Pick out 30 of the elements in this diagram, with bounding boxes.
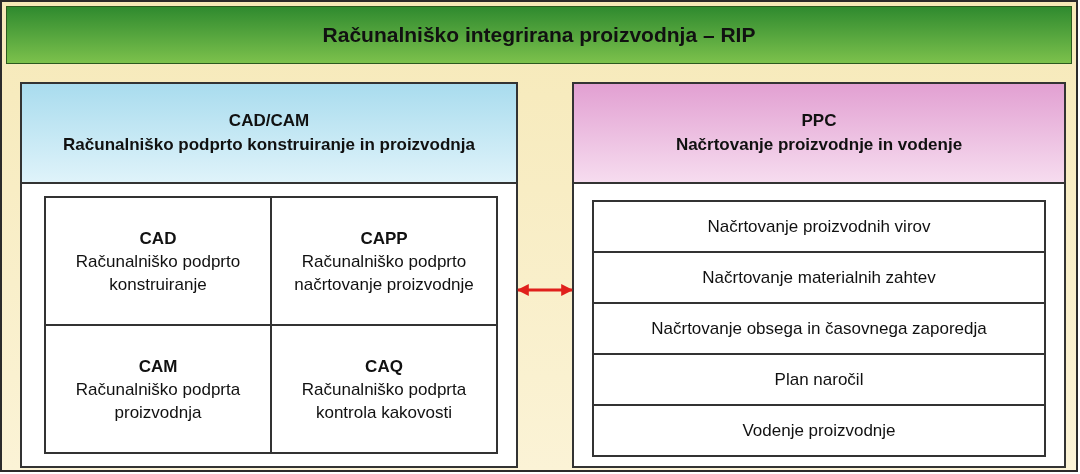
module-description: Vodenje proizvodnje — [742, 420, 896, 441]
panel — [572, 82, 1066, 468]
panel-subheading: Računalniško podprto konstruiranje in proizvodnja — [63, 134, 475, 156]
module-abbreviation: CAQ — [365, 355, 403, 378]
module-abbreviation: CAPP — [360, 227, 408, 250]
process-row — [592, 200, 1046, 253]
module-description: Plan naročil — [774, 369, 864, 390]
frame-label: Računalniško integrirana proizvodnja – RIP — [322, 23, 756, 47]
process-row — [592, 404, 1046, 457]
panel-subheading: Načrtovanje proizvodnje in vodenje — [675, 134, 963, 156]
double-arrow — [516, 284, 574, 296]
module-description: Načrtovanje obsega in časovnega zaporedja — [651, 318, 987, 339]
module-abbreviation: CAD — [139, 227, 177, 250]
panel — [20, 82, 518, 468]
panel-heading: PPC — [801, 110, 837, 132]
module-box — [270, 196, 498, 326]
panel-heading: CAD/CAM — [228, 110, 310, 132]
module-description: Računalniško podprta kontrola kakovosti — [300, 378, 468, 424]
module-box — [270, 324, 498, 454]
module-box — [44, 324, 272, 454]
process-row — [592, 302, 1046, 355]
module-box — [44, 196, 272, 326]
module-description: Računalniško podprto načrtovanje proizvodnje — [293, 250, 475, 296]
module-description: Računalniško podprta proizvodnja — [74, 378, 242, 424]
process-row — [592, 353, 1046, 406]
module-abbreviation: CAM — [138, 355, 178, 378]
process-row — [592, 251, 1046, 304]
module-description: Načrtovanje proizvodnih virov — [707, 216, 931, 237]
module-description: Računalniško podprto konstruiranje — [74, 250, 242, 296]
module-description: Načrtovanje materialnih zahtev — [702, 267, 936, 288]
